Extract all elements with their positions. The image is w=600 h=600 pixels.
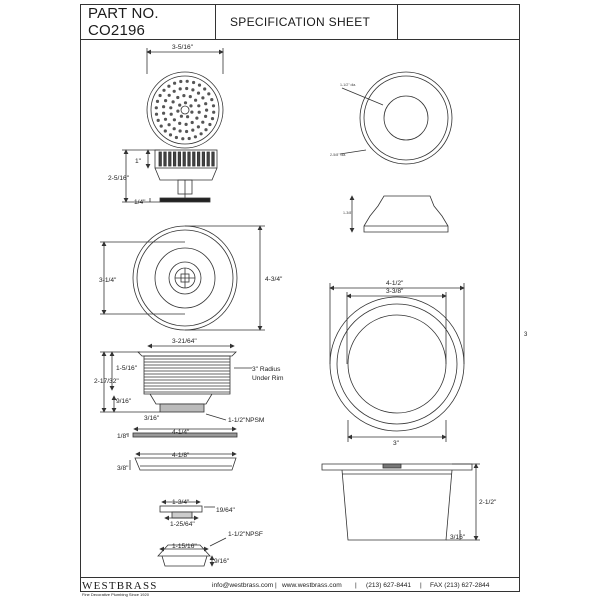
- footer-bar: [80, 577, 520, 592]
- brand-tagline: Fine Decorative Plumbing Since 1920: [82, 592, 149, 597]
- footer-email[interactable]: info@westbrass.com: [212, 582, 274, 589]
- footer-separator-2: |: [355, 582, 357, 589]
- footer-website[interactable]: www.westbrass.com: [282, 582, 342, 589]
- footer-phone: (213) 627-8441: [366, 582, 412, 589]
- page-number: 3: [524, 332, 528, 338]
- brand-logo: WESTBRASS: [82, 580, 158, 592]
- sheet-border: [80, 4, 520, 592]
- footer-separator-1: |: [275, 582, 277, 589]
- part-number: PART NO. CO2196: [80, 4, 216, 40]
- footer-fax: FAX (213) 627-2844: [430, 582, 490, 589]
- sheet-title: SPECIFICATION SHEET: [216, 4, 398, 40]
- footer-separator-3: |: [420, 582, 422, 589]
- header-blank-cell: [398, 4, 520, 40]
